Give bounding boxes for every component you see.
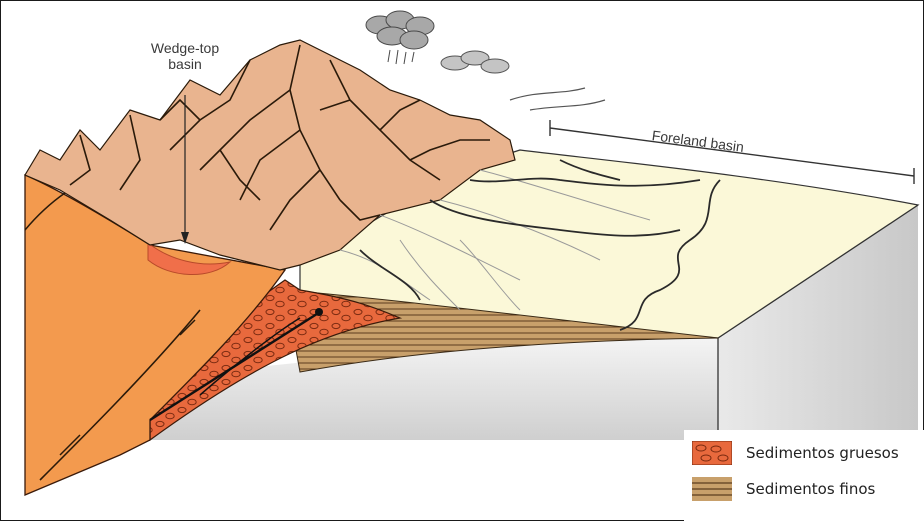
legend-label-coarse: Sedimentos gruesos bbox=[746, 444, 899, 462]
wedge-top-label-line2: basin bbox=[130, 56, 240, 72]
storm-cloud bbox=[366, 11, 434, 49]
rain-drops bbox=[388, 50, 414, 64]
legend: Sedimentos gruesos Sedimentos finos bbox=[684, 430, 924, 521]
legend-label-fine: Sedimentos finos bbox=[746, 480, 875, 498]
wind-lines bbox=[510, 88, 605, 110]
cloud-small bbox=[441, 51, 509, 73]
wedge-top-label-line1: Wedge-top bbox=[130, 40, 240, 56]
legend-item-coarse: Sedimentos gruesos bbox=[692, 440, 899, 466]
wedge-top-label: Wedge-top basin bbox=[130, 40, 240, 72]
legend-item-fine: Sedimentos finos bbox=[692, 476, 875, 502]
coarse-sediment-swatch bbox=[692, 441, 732, 465]
fine-sediment-swatch bbox=[692, 477, 732, 501]
